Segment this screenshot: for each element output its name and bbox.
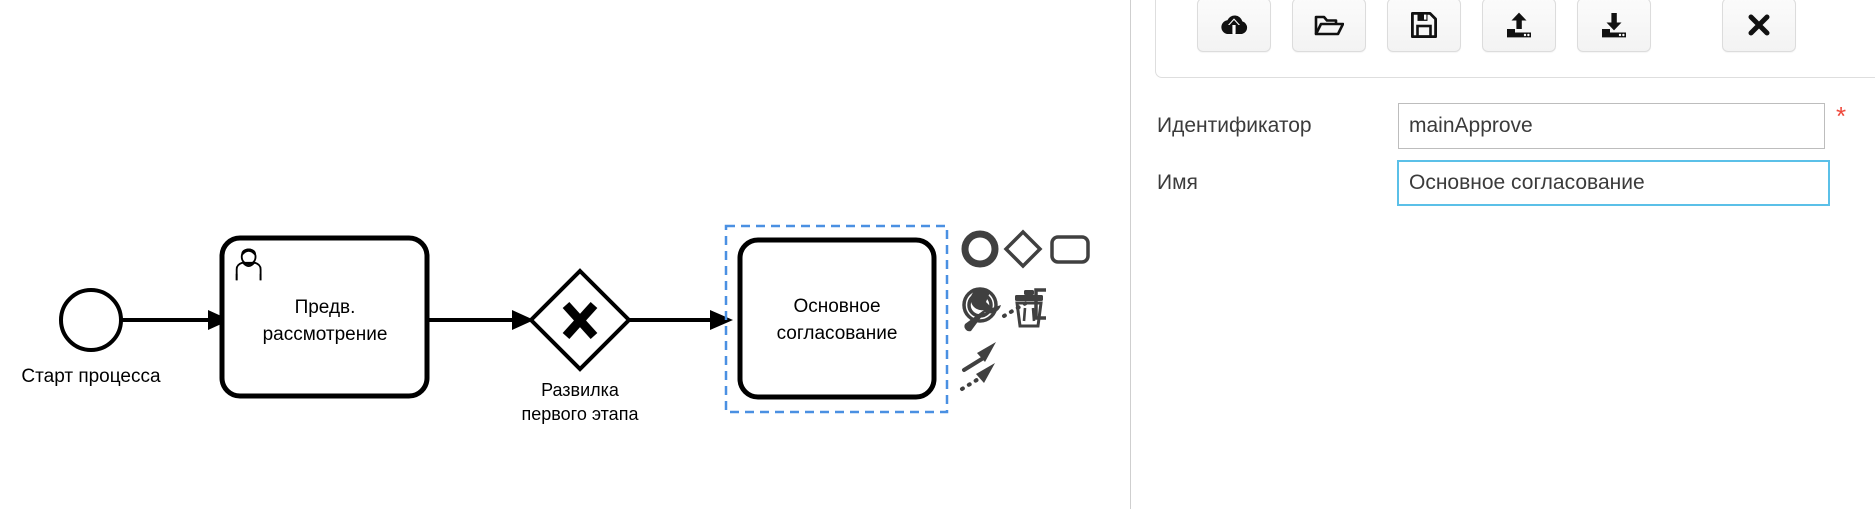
sequence-flow-review-to-gateway[interactable] bbox=[427, 310, 534, 330]
export-button[interactable] bbox=[1482, 0, 1556, 52]
append-end-event-icon[interactable] bbox=[961, 230, 999, 268]
identifier-label: Идентификатор bbox=[1157, 114, 1312, 137]
download-tray-icon bbox=[1600, 12, 1628, 38]
start-event[interactable] bbox=[59, 288, 123, 352]
append-task-icon[interactable] bbox=[1050, 235, 1090, 264]
name-label: Имя bbox=[1157, 171, 1198, 194]
toolbar-frame bbox=[1155, 0, 1875, 78]
required-asterisk: * bbox=[1836, 101, 1847, 131]
upload-to-cloud-button[interactable] bbox=[1197, 0, 1271, 52]
cloud-upload-icon bbox=[1219, 13, 1249, 37]
context-pad[interactable] bbox=[960, 229, 1090, 391]
task-main-approval-label-line1: Основное bbox=[793, 296, 880, 317]
task-main-approval-label-line2: согласование bbox=[777, 323, 898, 344]
user-task-icon bbox=[233, 248, 265, 281]
selection-outline bbox=[724, 224, 949, 414]
upload-tray-icon bbox=[1505, 12, 1533, 38]
task-preliminary-review-label-line1: Предв. bbox=[295, 297, 356, 318]
properties-panel: Идентификатор * Имя bbox=[1136, 0, 1875, 509]
toolbar-button-group bbox=[1197, 0, 1796, 52]
sequence-flow-start-to-review[interactable] bbox=[121, 310, 230, 330]
close-button[interactable] bbox=[1722, 0, 1796, 52]
gateway-label-line2: первого этапа bbox=[522, 404, 640, 424]
exclusive-gateway[interactable] bbox=[528, 268, 632, 372]
name-input[interactable] bbox=[1397, 160, 1830, 206]
start-event-label: Старт процесса bbox=[21, 366, 161, 387]
folder-open-icon bbox=[1314, 13, 1344, 37]
open-file-button[interactable] bbox=[1292, 0, 1366, 52]
save-button[interactable] bbox=[1387, 0, 1461, 52]
gateway-x-marker bbox=[562, 301, 598, 340]
connect-arrows-icon[interactable] bbox=[960, 342, 996, 391]
task-main-approval[interactable] bbox=[737, 237, 937, 400]
delete-trash-icon[interactable] bbox=[1015, 290, 1043, 328]
task-preliminary-review[interactable] bbox=[219, 235, 430, 399]
bpmn-canvas[interactable]: Старт процесса Предв. рассмотрени bbox=[0, 0, 1131, 509]
gateway-label-line1: Развилка bbox=[541, 380, 620, 400]
change-type-wrench-icon[interactable] bbox=[964, 288, 1001, 332]
identifier-input[interactable] bbox=[1398, 103, 1825, 149]
floppy-disk-icon bbox=[1411, 12, 1437, 38]
close-x-icon bbox=[1747, 13, 1771, 37]
append-gateway-icon[interactable] bbox=[1003, 229, 1043, 269]
import-button[interactable] bbox=[1577, 0, 1651, 52]
sequence-flow-gateway-to-approve[interactable] bbox=[629, 310, 733, 330]
task-preliminary-review-label-line2: рассмотрение bbox=[263, 324, 388, 345]
